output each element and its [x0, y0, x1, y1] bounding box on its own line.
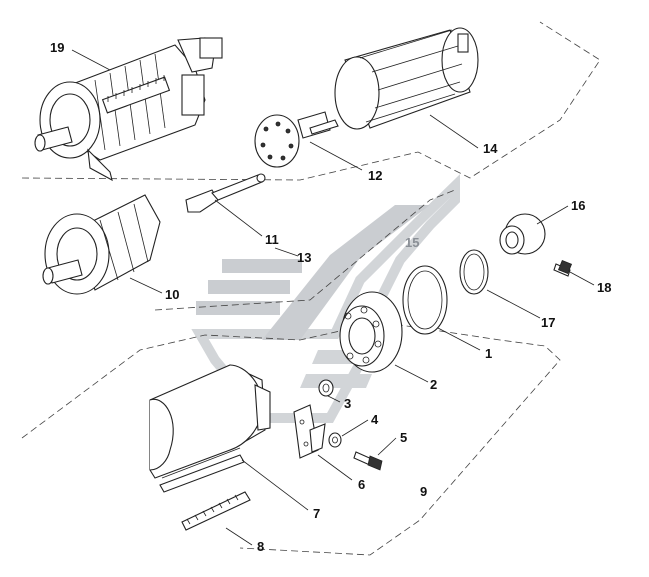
part-18-screw: [553, 259, 573, 277]
callout-11: 11: [265, 232, 279, 247]
callout-4: 4: [371, 412, 379, 427]
part-7-housing: [149, 364, 271, 493]
leader-lines: [71, 49, 595, 546]
callout-13: 13: [297, 250, 311, 265]
callout-2: 2: [430, 377, 437, 392]
part-2-ball-bearing: [339, 291, 403, 373]
part-14-stator-cage: [334, 27, 479, 130]
part-10-rotor: [42, 194, 161, 295]
callout-9: 9: [420, 484, 427, 499]
callout-17: 17: [541, 315, 555, 330]
part-8-scale-plate: [181, 491, 251, 531]
part-19-motor-assembly: [34, 37, 223, 182]
callout-5: 5: [400, 430, 407, 445]
callout-3: 3: [344, 396, 351, 411]
callout-1: 1: [485, 346, 492, 361]
callout-labels: 19 14 12 11 15 13 10 16 18 17 1 2 3 4 5 …: [50, 40, 611, 554]
callout-8: 8: [257, 539, 264, 554]
part-5-bolt: [353, 451, 383, 471]
group-outline-bottom: [21, 321, 561, 556]
callout-12: 12: [368, 168, 382, 183]
part-16-collar: [499, 213, 546, 255]
part-17-snap-ring: [459, 249, 489, 295]
callout-6: 6: [358, 477, 365, 492]
group-outline-top: [21, 21, 601, 181]
part-3-bushing: [318, 379, 334, 397]
part-12-commutator-disk: [254, 111, 339, 168]
callout-18: 18: [597, 280, 611, 295]
callout-10: 10: [165, 287, 179, 302]
part-6-bracket: [293, 404, 326, 459]
callout-7: 7: [313, 506, 320, 521]
callout-15: 15: [405, 235, 419, 250]
callout-14: 14: [483, 141, 498, 156]
part-11-brush-holder: [185, 173, 266, 213]
part-4-washer: [328, 432, 342, 448]
group-outline-middle: [154, 189, 456, 311]
part-1-retaining-ring: [402, 265, 448, 335]
callout-19: 19: [50, 40, 64, 55]
callout-16: 16: [571, 198, 585, 213]
